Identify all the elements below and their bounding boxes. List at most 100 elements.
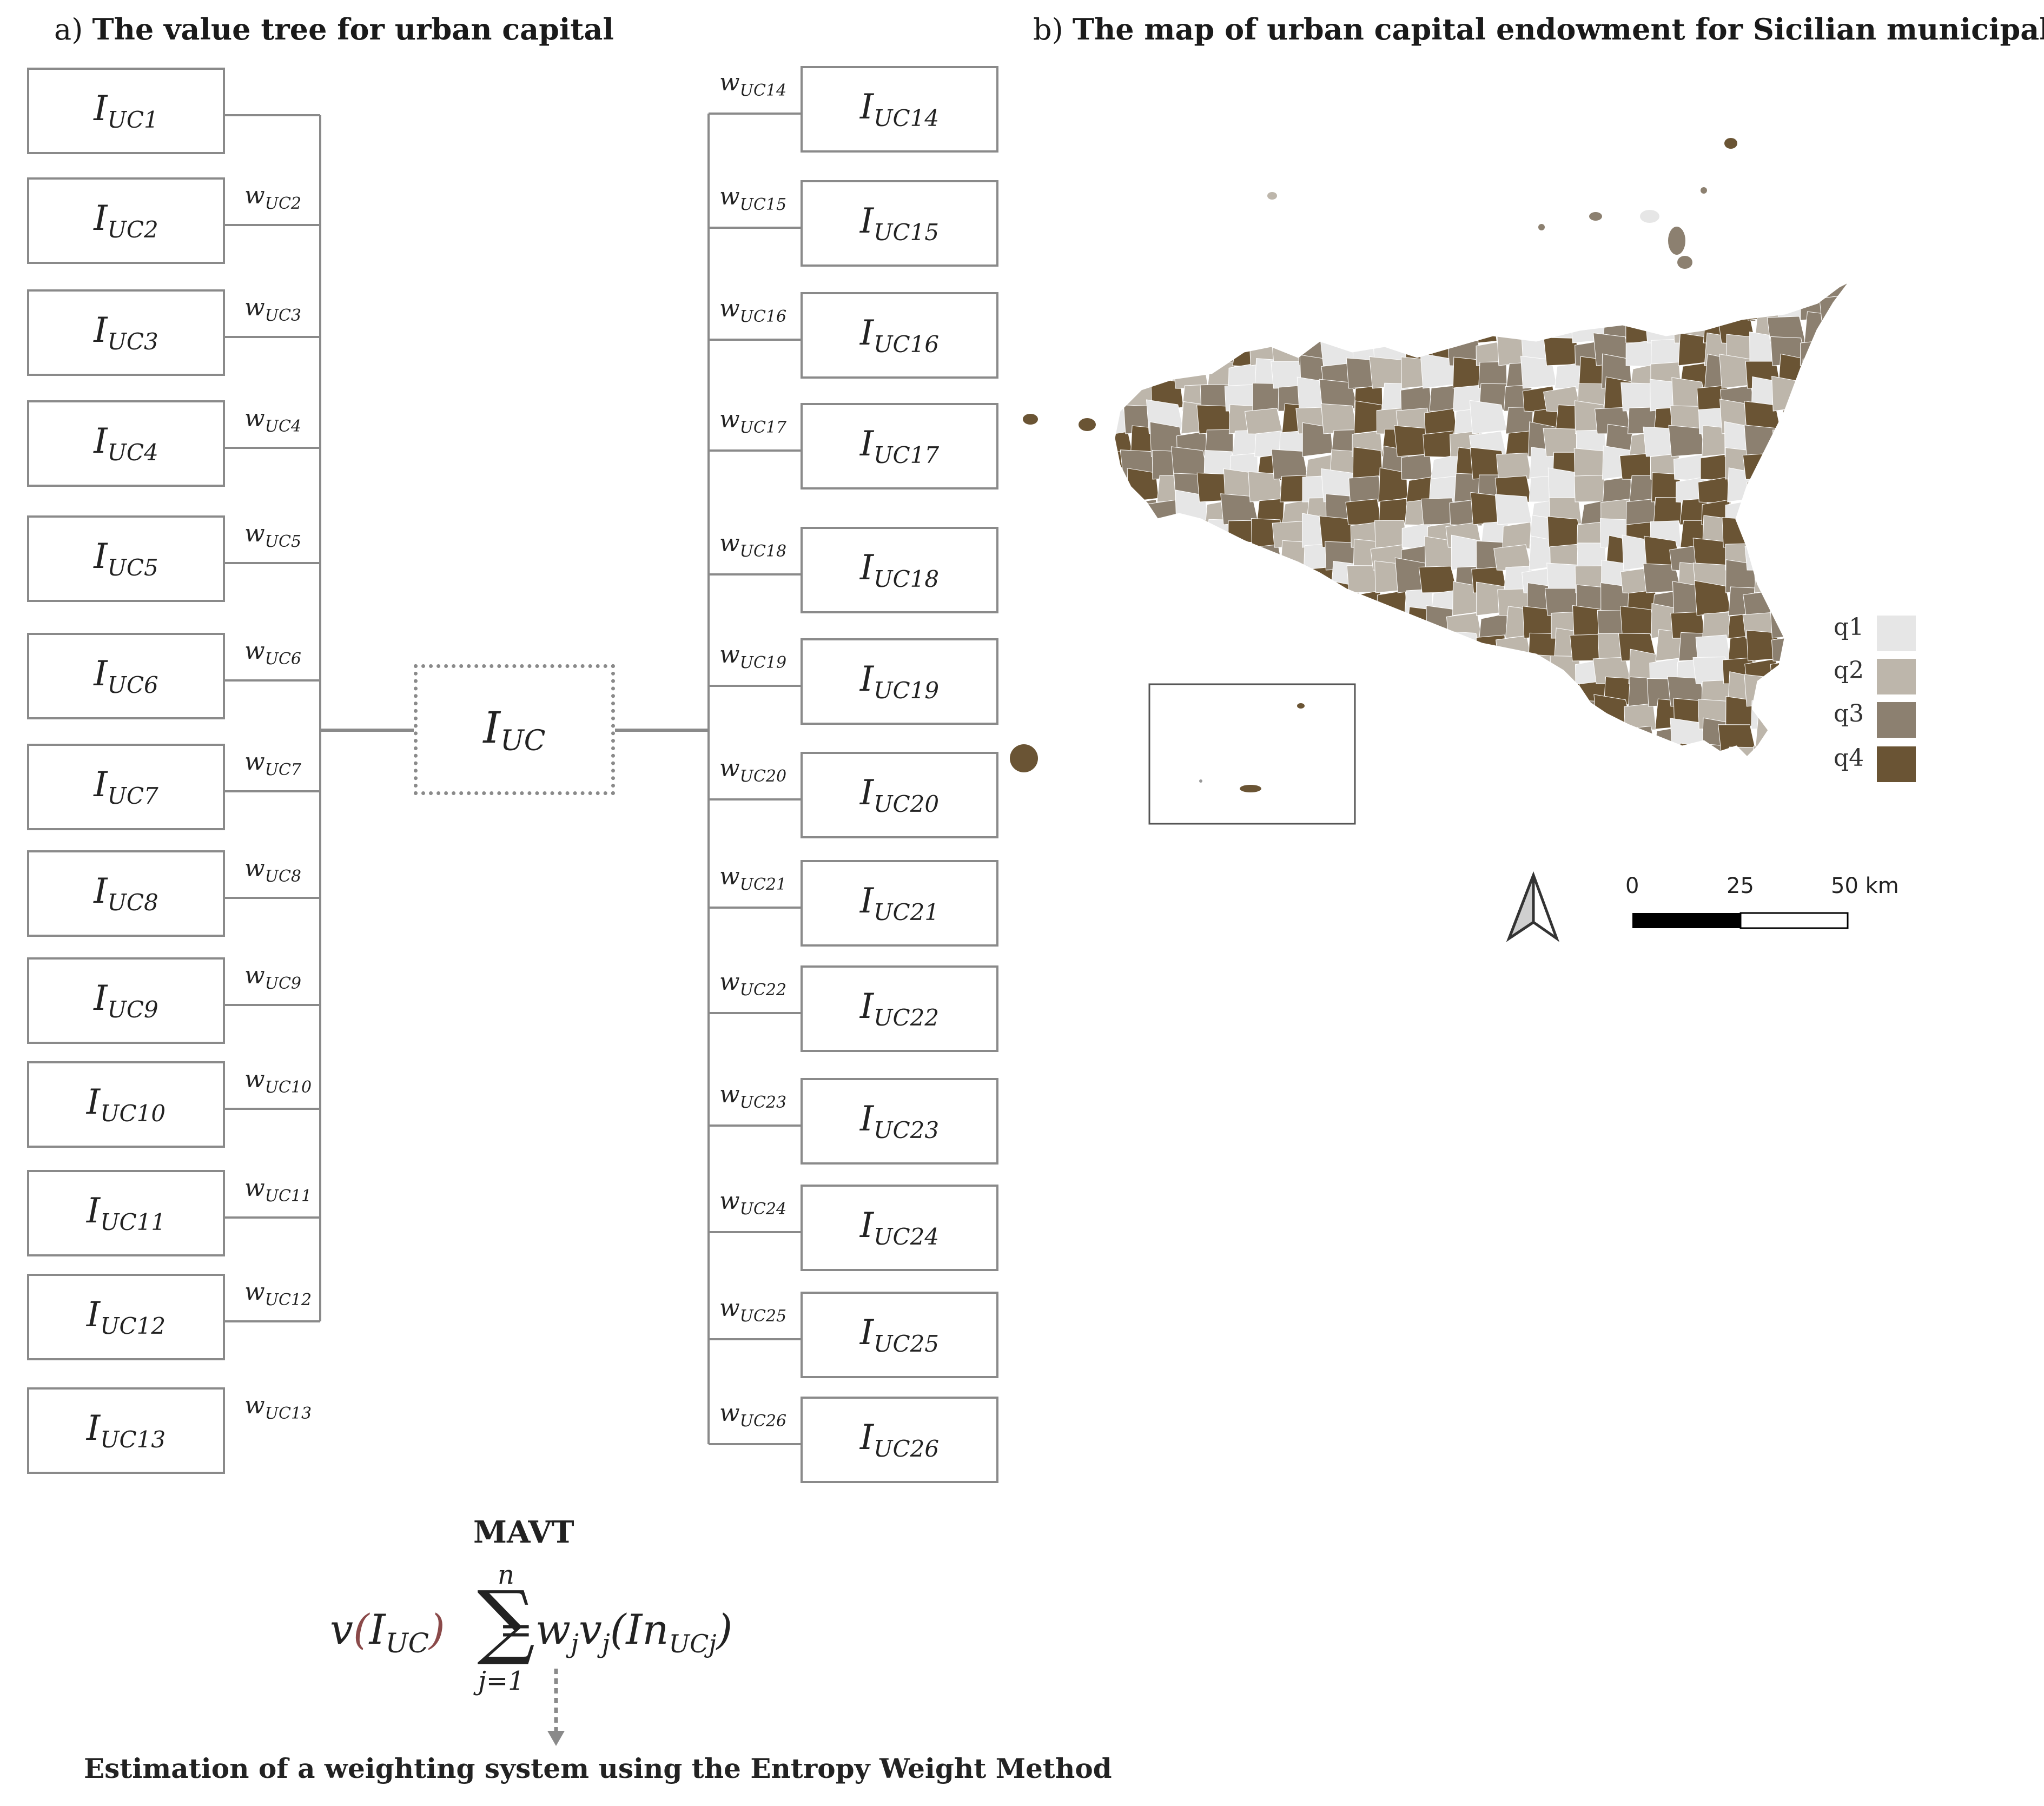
- indicator-symbol: IUC3: [94, 310, 158, 355]
- scale-label-50-km: 50 km: [1831, 874, 1899, 898]
- indicator-symbol: IUC11: [86, 1191, 166, 1235]
- indicator-node-uc1: IUC1: [27, 68, 225, 154]
- indicator-symbol: IUC2: [94, 199, 158, 243]
- weight-label-uc26: wUC26: [719, 1399, 787, 1431]
- indicator-node-uc23: IUC23: [801, 1078, 998, 1165]
- indicator-node-uc14: IUC14: [801, 66, 998, 153]
- indicator-symbol: IUC12: [86, 1295, 166, 1339]
- indicator-symbol: IUC10: [86, 1082, 166, 1127]
- indicator-node-uc5: IUC5: [27, 515, 225, 602]
- weight-label-uc3: wUC3: [244, 294, 301, 325]
- weight-label-uc4: wUC4: [244, 405, 301, 436]
- scale-label-0: 0: [1625, 874, 1639, 898]
- weight-label-uc8: wUC8: [244, 855, 301, 886]
- indicator-node-uc8: IUC8: [27, 850, 225, 937]
- indicator-symbol: IUC26: [859, 1418, 940, 1462]
- indicator-symbol: IUC17: [859, 424, 940, 468]
- indicator-node-uc2: IUC2: [27, 177, 225, 264]
- weight-label-uc14: wUC14: [719, 69, 787, 100]
- indicator-symbol: IUC9: [94, 978, 158, 1023]
- indicator-symbol: IUC18: [859, 548, 940, 592]
- indicator-node-uc13: IUC13: [27, 1387, 225, 1474]
- legend-swatch-q4: [1877, 746, 1916, 782]
- indicator-symbol: IUC24: [859, 1206, 940, 1250]
- indicator-node-uc3: IUC3: [27, 289, 225, 376]
- weight-label-uc24: wUC24: [719, 1187, 787, 1219]
- estimation-caption: Estimation of a weighting system using t…: [84, 1752, 1112, 1784]
- weight-label-uc15: wUC15: [719, 183, 787, 214]
- indicator-symbol: IUC14: [859, 87, 940, 131]
- panel-b-title: b) The map of urban capital endowment fo…: [1033, 12, 2044, 47]
- indicator-node-uc24: IUC24: [801, 1185, 998, 1271]
- indicator-node-uc10: IUC10: [27, 1061, 225, 1148]
- indicator-node-uc6: IUC6: [27, 633, 225, 719]
- indicator-symbol: IUC22: [859, 987, 940, 1031]
- legend-label-q4: q4: [1834, 744, 1864, 772]
- indicator-node-uc21: IUC21: [801, 860, 998, 947]
- weight-label-uc2: wUC2: [244, 182, 301, 213]
- weight-label-uc21: wUC21: [719, 863, 787, 894]
- indicator-node-uc12: IUC12: [27, 1274, 225, 1360]
- indicator-symbol: IUC13: [86, 1408, 166, 1453]
- legend-swatch-q2: [1877, 659, 1916, 694]
- weight-label-uc22: wUC22: [719, 968, 787, 1000]
- indicator-node-uc19: IUC19: [801, 638, 998, 725]
- legend-label-q1: q1: [1834, 613, 1864, 641]
- weight-label-uc23: wUC23: [719, 1081, 787, 1112]
- indicator-node-uc9: IUC9: [27, 957, 225, 1044]
- weight-label-uc19: wUC19: [719, 641, 787, 672]
- weight-label-uc9: wUC9: [244, 962, 301, 993]
- formula-upper-limit: n: [498, 1560, 514, 1590]
- indicator-node-uc4: IUC4: [27, 400, 225, 487]
- indicator-symbol: IUC6: [94, 654, 158, 698]
- indicator-symbol: IUC15: [859, 201, 940, 246]
- weight-label-uc10: wUC10: [244, 1066, 312, 1097]
- indicator-symbol: IUC1: [94, 89, 158, 133]
- legend-label-q2: q2: [1834, 657, 1864, 684]
- indicator-symbol: IUC8: [94, 871, 158, 916]
- indicator-symbol: IUC20: [859, 773, 940, 817]
- formula-lower-limit: j=1: [478, 1666, 525, 1696]
- mavt-title: MAVT: [473, 1514, 574, 1550]
- weight-label-uc20: wUC20: [719, 755, 787, 786]
- root-node-iuc: IUC: [414, 664, 615, 795]
- formula-equals: =: [499, 1605, 533, 1653]
- legend-swatch-q1: [1877, 616, 1916, 651]
- panel-a-label: a): [54, 12, 83, 47]
- weight-label-uc6: wUC6: [244, 637, 301, 669]
- indicator-node-uc15: IUC15: [801, 180, 998, 267]
- indicator-symbol: IUC16: [859, 313, 940, 358]
- indicator-node-uc11: IUC11: [27, 1170, 225, 1256]
- weight-label-uc12: wUC12: [244, 1278, 312, 1309]
- legend-label-q3: q3: [1834, 700, 1864, 727]
- formula-lhs: v(IUC): [330, 1605, 445, 1659]
- formula-rhs: wjvj(InUCj): [535, 1605, 733, 1659]
- indicator-node-uc16: IUC16: [801, 292, 998, 379]
- indicator-symbol: IUC25: [859, 1313, 940, 1357]
- legend-swatch-q3: [1877, 702, 1916, 738]
- weight-label-uc7: wUC7: [244, 748, 301, 779]
- indicator-node-uc7: IUC7: [27, 744, 225, 830]
- scale-label-25: 25: [1727, 874, 1754, 898]
- indicator-node-uc17: IUC17: [801, 403, 998, 489]
- panel-b-label: b): [1033, 12, 1063, 47]
- indicator-node-uc18: IUC18: [801, 527, 998, 613]
- weight-label-uc11: wUC11: [244, 1174, 312, 1206]
- mavt-formula: v(IUC) = n ∑ j=1 wjvj(InUCj): [325, 1560, 736, 1698]
- panel-a-title: a) The value tree for urban capital: [54, 12, 614, 47]
- panel-a-text: The value tree for urban capital: [92, 12, 614, 47]
- indicator-node-uc20: IUC20: [801, 752, 998, 838]
- indicator-node-uc25: IUC25: [801, 1292, 998, 1378]
- indicator-symbol: IUC21: [859, 881, 940, 925]
- weight-label-uc17: wUC17: [719, 406, 787, 437]
- weight-label-uc18: wUC18: [719, 530, 787, 561]
- panel-b-text: The map of urban capital endowment for S…: [1072, 12, 2044, 47]
- indicator-node-uc22: IUC22: [801, 965, 998, 1052]
- indicator-symbol: IUC4: [94, 421, 158, 466]
- indicator-symbol: IUC23: [859, 1099, 940, 1143]
- indicator-symbol: IUC7: [94, 765, 158, 809]
- indicator-symbol: IUC19: [859, 659, 940, 704]
- weight-label-uc13: wUC13: [244, 1392, 312, 1423]
